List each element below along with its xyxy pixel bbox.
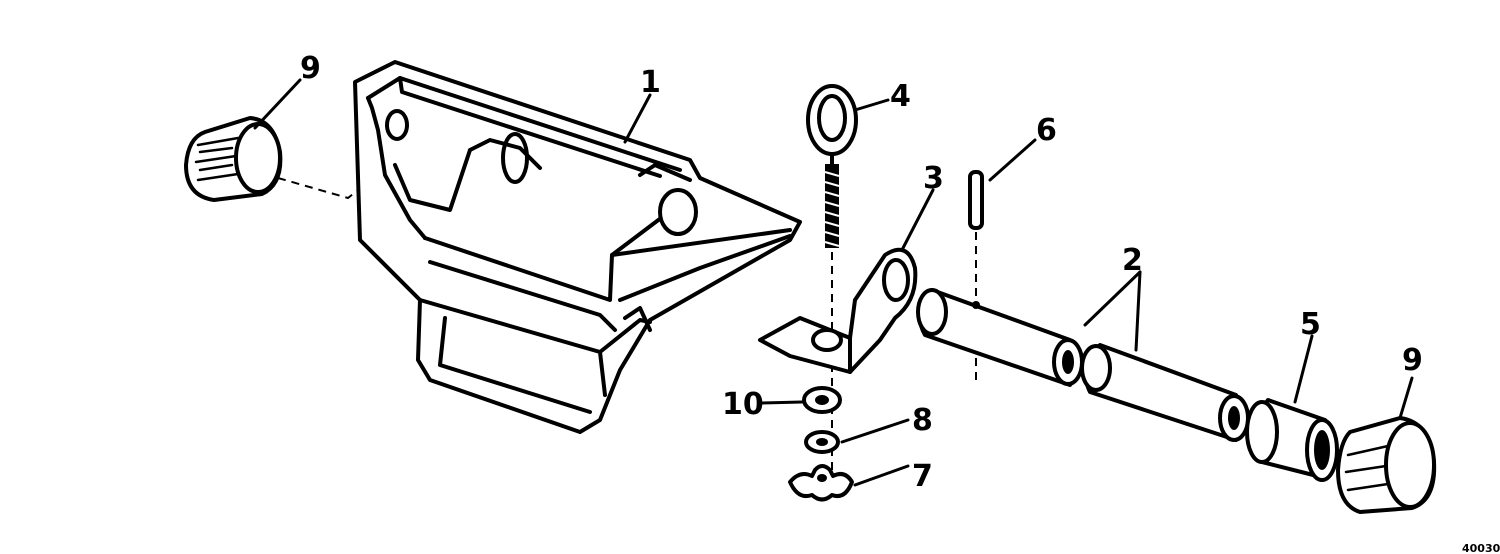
part-3-angle-bracket [758, 247, 918, 374]
callout-10: 10 [722, 387, 764, 422]
callout-8: 8 [912, 403, 933, 438]
callout-6: 6 [1036, 113, 1057, 148]
part-1-base-bracket [353, 60, 802, 434]
part-7-wing-nut [788, 464, 854, 502]
callout-2: 2 [1122, 243, 1143, 278]
part-5-sleeve [1245, 398, 1339, 482]
part-9-knob-right [1336, 416, 1437, 514]
part-8-lock-washer [804, 430, 840, 454]
part-2-tube-right [1080, 343, 1250, 442]
part-10-washer [802, 386, 842, 414]
callout-1: 1 [640, 65, 661, 100]
callout-5: 5 [1300, 307, 1321, 342]
figure-number: 40030 [1462, 542, 1500, 554]
callout-3: 3 [923, 161, 944, 196]
callout-7: 7 [912, 459, 933, 494]
callout-9-right: 9 [1402, 343, 1423, 378]
callout-9-left: 9 [300, 51, 321, 86]
part-4-eye-bolt [806, 84, 858, 248]
callout-4: 4 [890, 79, 911, 114]
part-2-tube-left [916, 288, 1084, 387]
leader-lines [253, 78, 1414, 487]
part-9-knob-left [184, 116, 283, 202]
part-6-pin [968, 170, 984, 230]
